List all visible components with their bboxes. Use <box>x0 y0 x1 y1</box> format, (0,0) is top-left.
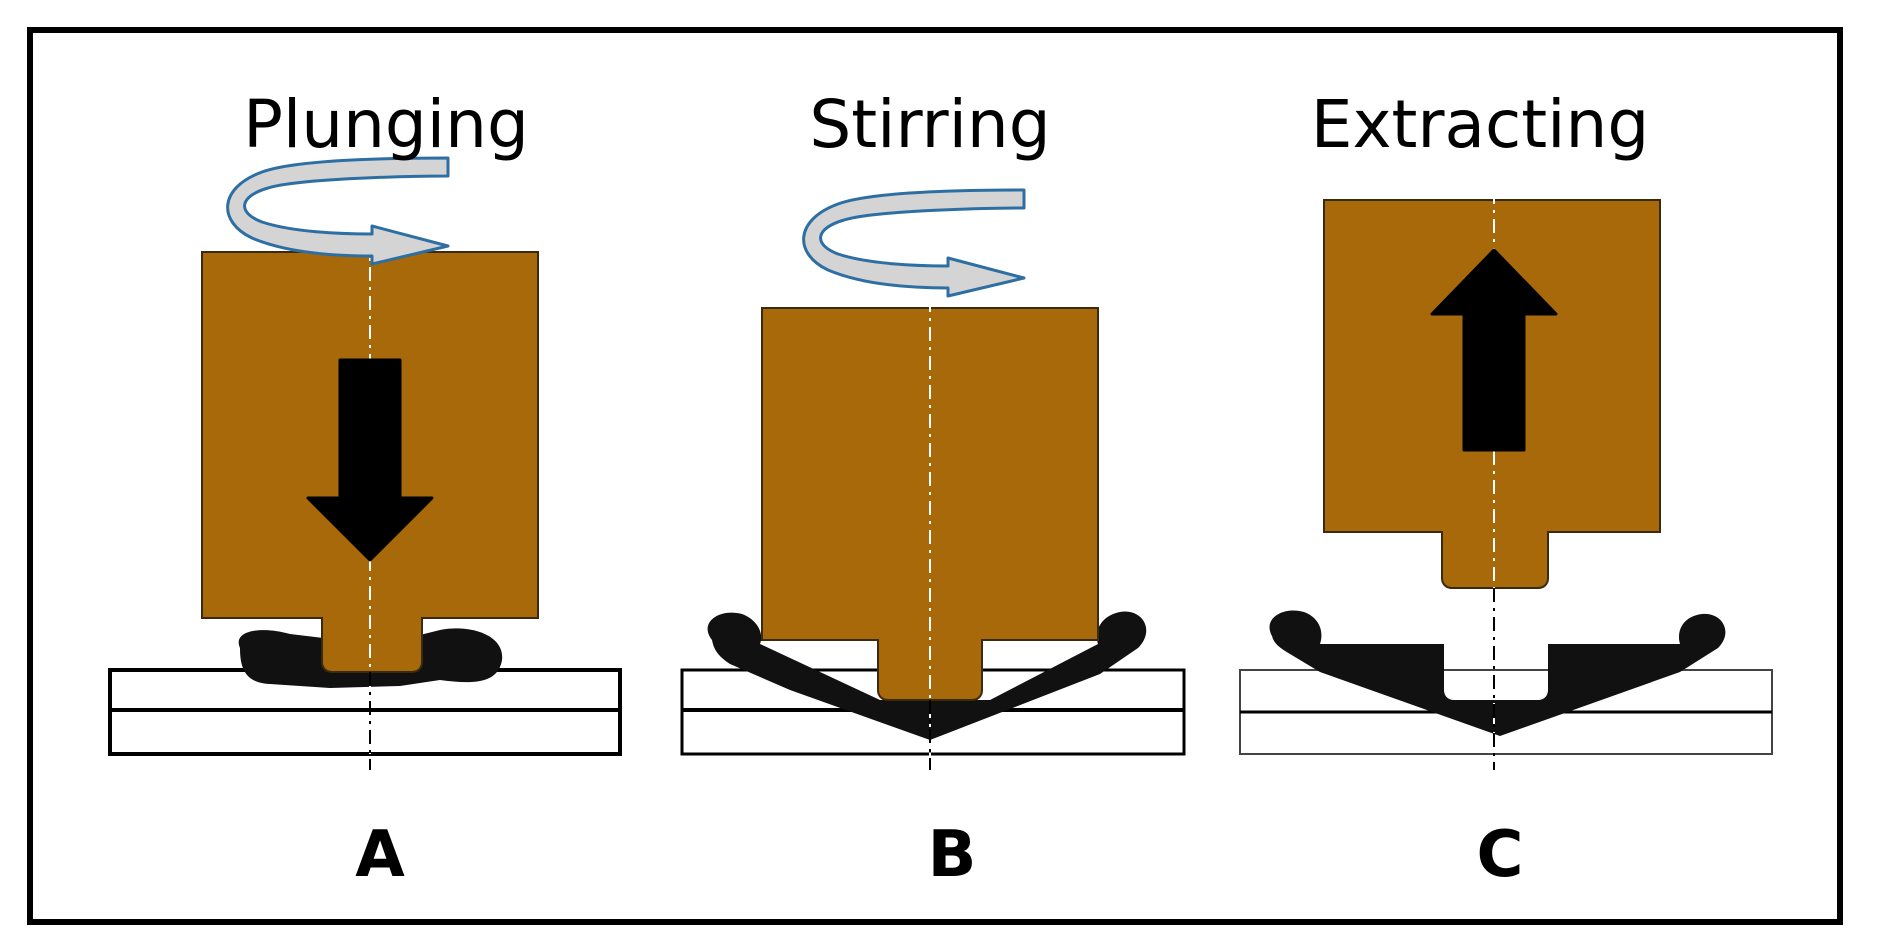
stage-title-plunging: Plunging <box>243 86 529 163</box>
diagram-border <box>27 27 1843 925</box>
panel-label-c: C <box>1476 818 1524 892</box>
stage-title-extracting: Extracting <box>1310 86 1650 163</box>
arrow-down-icon <box>306 358 434 562</box>
rotation-arrow-icon <box>226 156 450 266</box>
keyhole-zone <box>1269 610 1726 736</box>
panel-label-a: A <box>355 818 405 892</box>
panel-c-extracting <box>1239 190 1773 770</box>
panel-label-b: B <box>927 818 977 892</box>
rotation-arrow-icon <box>802 188 1026 298</box>
panel-b-stirring <box>680 188 1186 770</box>
arrow-up-icon <box>1430 248 1558 452</box>
panel-a-plunging <box>108 156 622 770</box>
stir-zone <box>707 611 1147 740</box>
stage-title-stirring: Stirring <box>809 86 1051 163</box>
